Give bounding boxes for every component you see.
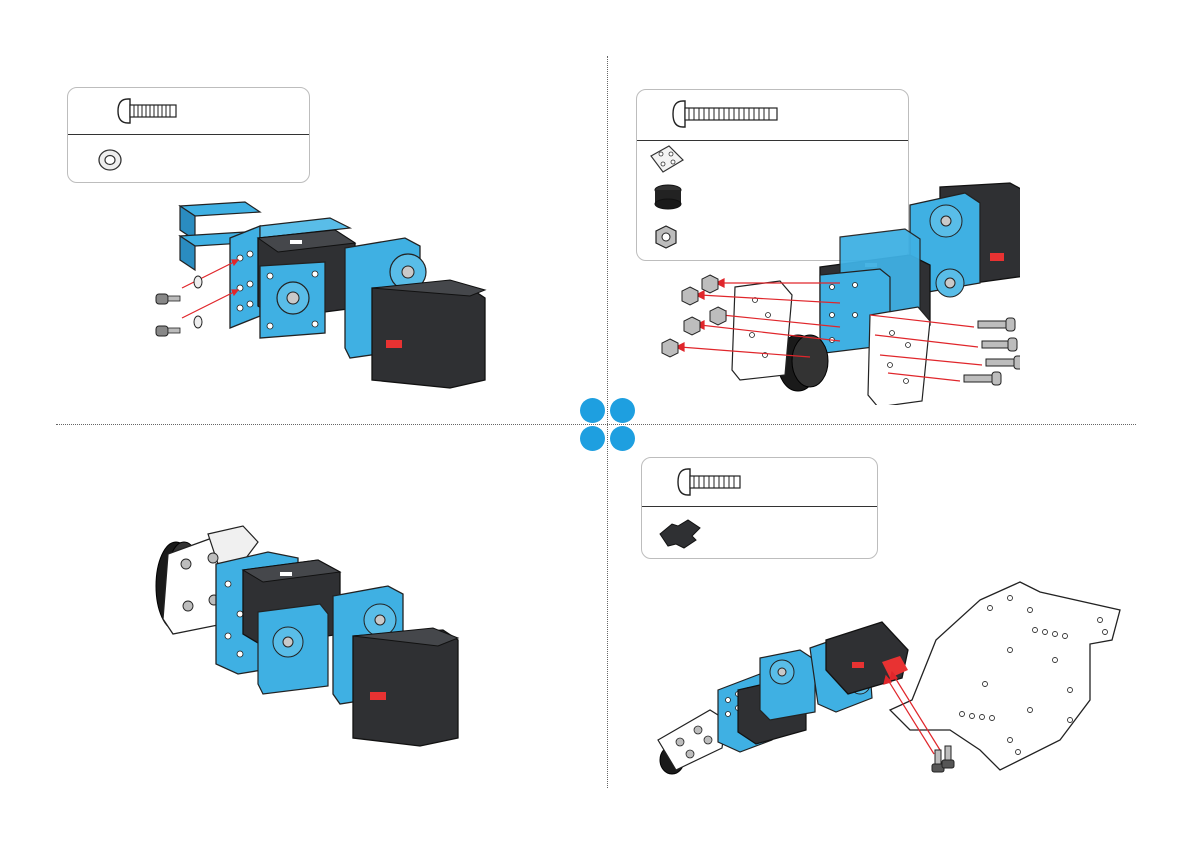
- step1-parts-box: [67, 87, 310, 183]
- step-marker-bottom-left: [580, 426, 605, 451]
- long-screw-icon: [671, 98, 781, 130]
- step4-parts-box: [641, 457, 878, 559]
- mount-plate-icon: [656, 516, 704, 550]
- parts-separator: [637, 140, 908, 141]
- step-marker-bottom-right: [610, 426, 635, 451]
- small-plate-icon: [647, 144, 687, 176]
- step4-assembly-illustration: [650, 580, 1130, 775]
- step2-assembly-illustration: [660, 175, 1020, 405]
- step-markers: [578, 396, 638, 452]
- step1-assembly-illustration: [150, 198, 490, 398]
- parts-separator: [642, 506, 877, 507]
- short-screw-icon: [116, 96, 180, 126]
- short-screw-icon: [676, 466, 746, 498]
- screw-icon: [156, 294, 180, 336]
- step3-assembly-illustration: [148, 524, 468, 749]
- washer-icon: [96, 146, 124, 174]
- step-marker-top-left: [580, 398, 605, 423]
- parts-separator: [68, 134, 309, 135]
- step-marker-top-right: [610, 398, 635, 423]
